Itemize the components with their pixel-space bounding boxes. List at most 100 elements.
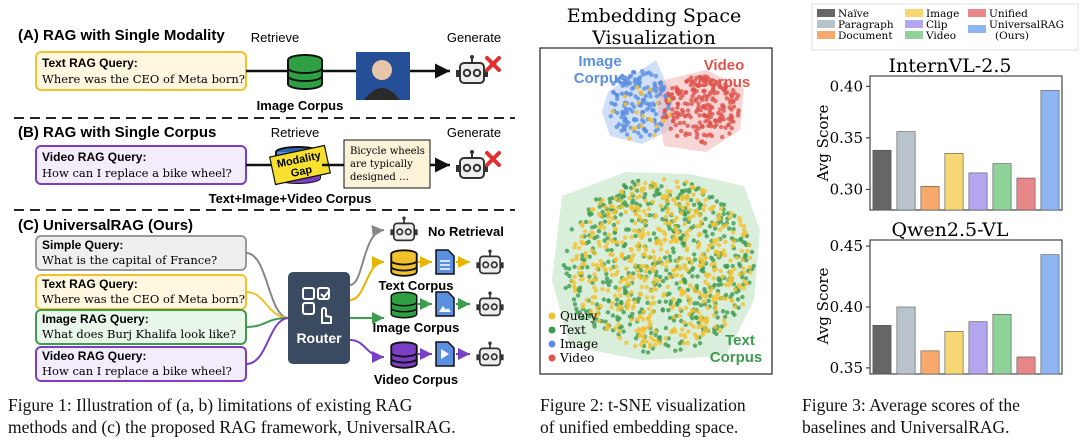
video-point (718, 124, 724, 130)
query-point (701, 260, 706, 266)
image-point (653, 112, 659, 117)
text-point (731, 221, 736, 226)
text-point (678, 236, 683, 241)
query-point (630, 126, 635, 132)
video-point (708, 114, 713, 120)
text-point (751, 263, 756, 269)
query-point (579, 234, 584, 239)
figure-3-caption: Figure 3: Average scores of the baseline… (802, 394, 1078, 438)
video-point (713, 118, 718, 124)
query-point (643, 269, 648, 274)
query-point (747, 242, 752, 248)
query-point (654, 338, 660, 344)
image-point (611, 89, 616, 95)
video-point (708, 90, 713, 95)
query-point (674, 179, 679, 184)
query-point (636, 182, 641, 187)
query-point (715, 216, 721, 222)
image-point (631, 117, 637, 123)
text-point (686, 189, 692, 194)
query-point (622, 94, 627, 99)
video-point (690, 94, 695, 99)
video-point (702, 93, 708, 98)
query-point (608, 267, 613, 272)
robot-icon (475, 248, 505, 275)
query-point (646, 255, 651, 260)
query-point (703, 294, 708, 299)
query-point (591, 262, 596, 267)
text-point (718, 219, 724, 224)
video-point (710, 86, 716, 91)
text-point (732, 213, 737, 218)
query-point (629, 205, 634, 211)
video-point (682, 114, 688, 119)
query-point (647, 87, 653, 93)
video-point (661, 115, 666, 120)
text-point (605, 310, 611, 315)
query-point (605, 241, 610, 246)
query-point (655, 100, 660, 106)
query-point (614, 264, 619, 269)
text-corpus-label: Text Corpus (379, 278, 454, 293)
text-point (720, 309, 726, 314)
query-point (588, 234, 593, 240)
image-point (652, 83, 657, 88)
query-point (700, 331, 705, 336)
query-point (707, 272, 712, 278)
text-point (619, 301, 624, 306)
query-point (711, 299, 716, 304)
image-point (645, 107, 650, 112)
query-point (625, 306, 630, 311)
bar-document (920, 350, 940, 375)
query-point (704, 319, 710, 324)
query-point (621, 277, 626, 282)
image-point (620, 111, 625, 117)
query-point (613, 257, 619, 262)
video-point (727, 98, 733, 103)
query-point (643, 276, 649, 281)
query-point (660, 261, 665, 266)
query-point (647, 319, 652, 324)
query-point (615, 220, 621, 225)
query-point (677, 203, 683, 209)
query-point (624, 301, 629, 307)
corpus-label-a: Image Corpus (257, 98, 344, 113)
router-grid-icon (302, 287, 332, 324)
image-point (653, 128, 658, 133)
text-point (695, 274, 700, 279)
query-point (572, 288, 578, 294)
query-point (607, 219, 612, 225)
video-point (665, 91, 671, 96)
query-point (716, 237, 721, 242)
video-point (720, 113, 725, 119)
query-point (678, 332, 684, 338)
caption-2-line1: Figure 2: t-SNE visualization (540, 395, 746, 415)
query-point (622, 235, 628, 240)
query-point (624, 266, 629, 271)
image-corpus-annotation-2: Corpus (574, 70, 627, 87)
video-point (727, 131, 732, 136)
query-point (641, 334, 646, 339)
text-point (587, 314, 592, 319)
text-point (682, 217, 687, 222)
query-point (603, 245, 608, 250)
image-point (614, 124, 619, 130)
query-point (730, 243, 736, 249)
text-point (604, 271, 609, 277)
query-point (716, 212, 722, 217)
text-point (730, 292, 735, 297)
query-point (688, 297, 693, 302)
video-point (721, 108, 726, 113)
query-point (629, 290, 634, 295)
query-point (641, 209, 647, 214)
query-point (661, 118, 666, 124)
video-database-icon (390, 341, 418, 369)
bar-chart-legend: Naïve Image Unified Paragraph Clip Unive… (811, 3, 1079, 51)
text-point (735, 297, 741, 302)
text-point (704, 233, 709, 239)
query-point (697, 213, 702, 218)
video-point (729, 107, 734, 112)
text-point (715, 315, 720, 320)
query-point (630, 306, 635, 311)
query-point (639, 123, 644, 129)
